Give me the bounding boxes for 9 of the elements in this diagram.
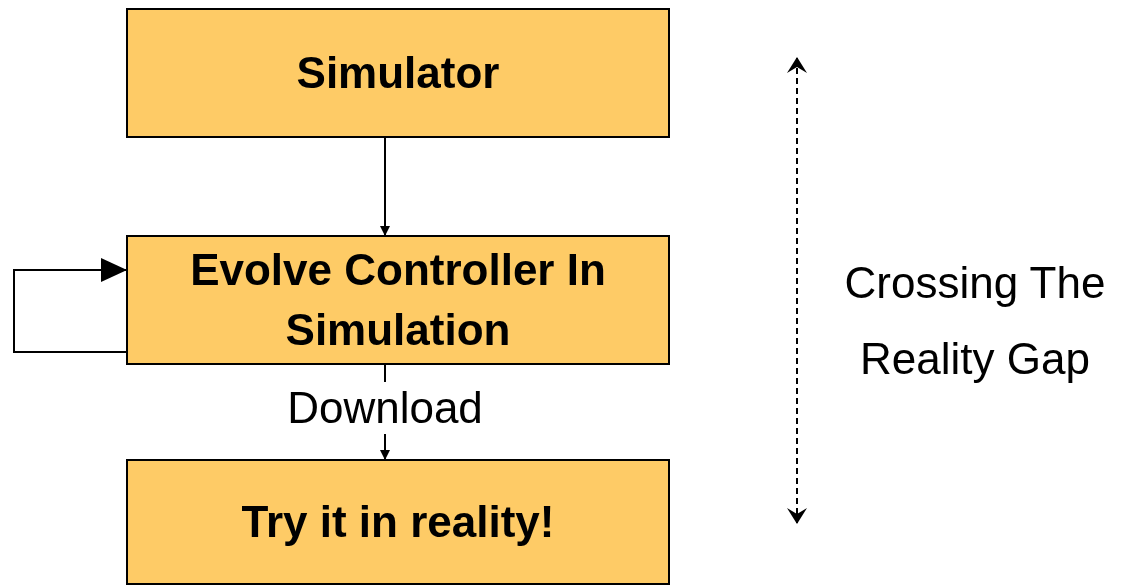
arrow	[380, 137, 390, 236]
box-label: Evolve Controller In Simulation	[189, 244, 607, 356]
process-box	[126, 8, 670, 138]
process-box	[126, 459, 670, 585]
annotation-text: Crossing The Reality Gap	[843, 257, 1107, 385]
arrow	[13, 258, 127, 353]
process-box	[126, 235, 670, 365]
box-label: Try it in reality!	[241, 496, 555, 548]
box-label: Simulator	[296, 47, 500, 99]
